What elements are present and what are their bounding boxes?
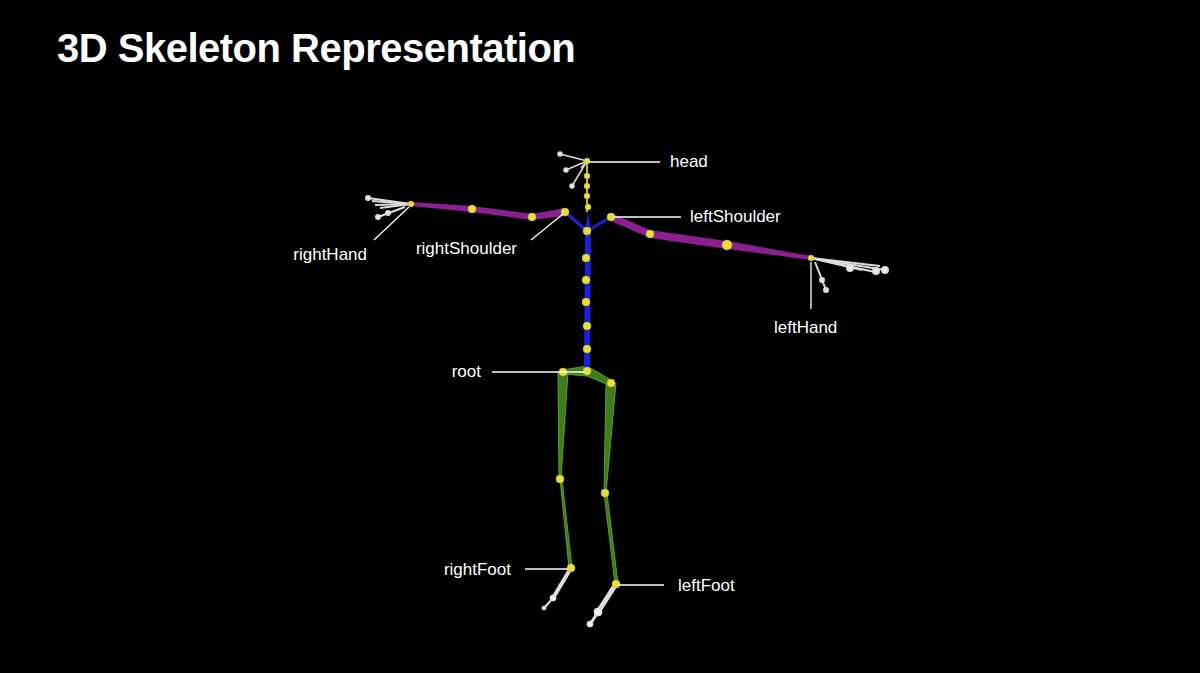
feet <box>542 568 616 627</box>
joint-label: root <box>452 362 481 382</box>
spine <box>565 161 611 371</box>
joint-label: rightHand <box>293 245 367 265</box>
joint-label: head <box>670 152 708 172</box>
head-bones <box>558 152 587 188</box>
leader-lines <box>374 162 811 585</box>
joint-label: leftFoot <box>678 576 735 596</box>
arm-bones <box>411 202 811 260</box>
joints <box>408 158 814 588</box>
joint-label: rightFoot <box>444 560 511 580</box>
leg-bones <box>558 366 618 584</box>
joint-label: rightShoulder <box>416 239 517 259</box>
slide-title: 3D Skeleton Representation <box>57 26 575 71</box>
joint-label: leftHand <box>774 318 837 338</box>
hands <box>366 196 888 292</box>
joint-label: leftShoulder <box>690 207 781 227</box>
